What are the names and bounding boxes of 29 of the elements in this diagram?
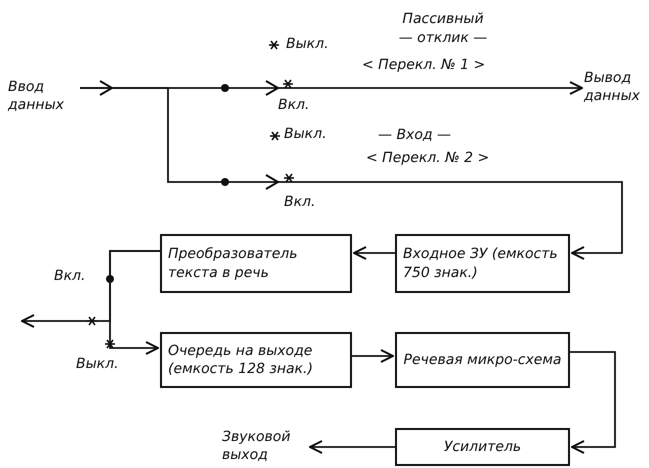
process-box <box>160 234 352 293</box>
switch-label: < Перекл. № 1 > <box>362 57 486 74</box>
arrow <box>570 351 616 454</box>
arrow <box>309 440 395 454</box>
box-text: Усилитель <box>444 438 522 456</box>
edge-label: Пассивный — отклик — <box>398 10 488 48</box>
arrow <box>352 349 394 363</box>
process-box <box>160 332 352 388</box>
box-text: Очередь на выходе (емкость 128 знак.) <box>168 342 314 378</box>
node-text: Вывод данных <box>584 68 641 106</box>
switch-label: Выкл. <box>284 126 327 143</box>
switch-label: Вкл. <box>278 97 310 114</box>
process-box <box>395 428 570 466</box>
arrow <box>109 250 160 355</box>
switch-label: — Вход — <box>378 127 452 144</box>
switch-label: Вкл. <box>54 268 86 285</box>
process-box <box>395 332 570 388</box>
arrow <box>353 246 395 260</box>
switch-label: < Перекл. № 2 > <box>366 150 490 167</box>
switch-label: Выкл. <box>286 36 329 53</box>
switch-label: Вкл. <box>284 194 316 211</box>
box-text: Речевая микро-схема <box>404 350 562 370</box>
process-box <box>395 234 570 293</box>
box-text: Преобразователь текста в речь <box>168 245 298 282</box>
node-text: Звуковой выход <box>222 428 292 464</box>
switch-label: Выкл. <box>76 356 119 373</box>
box-text: Входное ЗУ (емкость 750 знак.) <box>403 245 559 282</box>
arrow <box>80 87 623 260</box>
node-text: Ввод данных <box>8 78 65 114</box>
